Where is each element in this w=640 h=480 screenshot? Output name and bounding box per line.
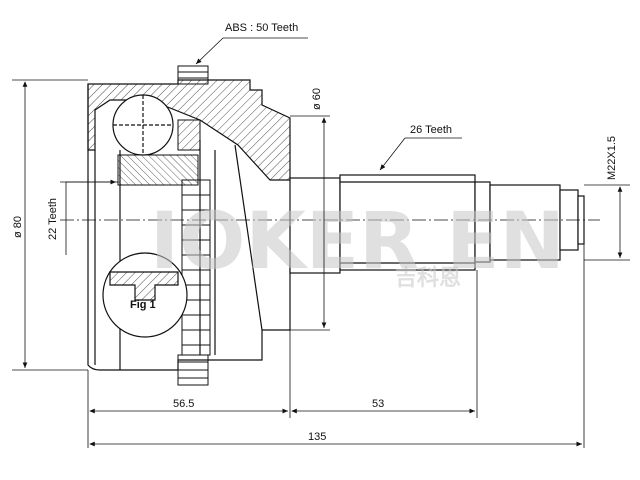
watermark-text: IOKER EN: [150, 197, 565, 287]
inner-race: [117, 119, 211, 356]
thread-label: M22X1.5: [606, 136, 618, 180]
fig-1-detail: [102, 252, 188, 338]
dim-thread: [584, 184, 630, 261]
shaft-teeth-leader: [379, 137, 462, 171]
dim-135-label: 135: [308, 431, 326, 443]
dim-dia-60: [290, 115, 330, 331]
dim-horizontal: [87, 244, 585, 448]
shaft-teeth-label: 26 Teeth: [410, 124, 452, 136]
dia-80-label: ø 80: [12, 216, 24, 238]
inner-teeth-label: 22 Teeth: [47, 198, 59, 240]
dim-dia-80: [12, 79, 88, 371]
stub-shaft: [289, 174, 585, 274]
watermark-subtext: 吉科恩: [395, 265, 461, 291]
bell-housing: [87, 79, 291, 371]
spline-teeth: [182, 194, 210, 346]
dim-22-teeth: [60, 179, 118, 255]
dia-60-label: ø 60: [311, 88, 323, 110]
abs-leader: [195, 37, 308, 65]
fig-label: Fig 1: [130, 299, 156, 311]
watermark: IOKER EN 吉科恩: [150, 197, 565, 291]
abs-teeth-label: ABS : 50 Teeth: [225, 22, 298, 34]
dim-56-5-label: 56.5: [173, 398, 194, 410]
dim-53-label: 53: [372, 398, 384, 410]
ball-top: [112, 94, 174, 156]
